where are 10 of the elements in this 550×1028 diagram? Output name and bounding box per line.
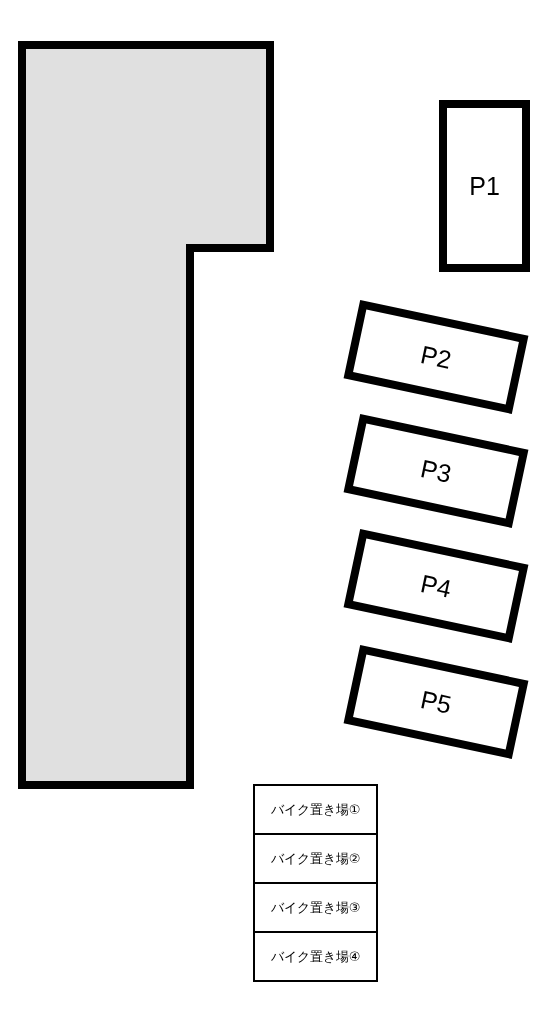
bike-parking-box: バイク置き場④ xyxy=(253,931,378,982)
parking-space: P3 xyxy=(343,414,529,528)
parking-space: P5 xyxy=(343,645,529,759)
bike-parking-box: バイク置き場① xyxy=(253,784,378,835)
building-outline xyxy=(18,41,274,789)
bike-parking-box: バイク置き場② xyxy=(253,833,378,884)
parking-space: P1 xyxy=(439,100,530,272)
parking-space: P4 xyxy=(343,529,529,643)
parking-space: P2 xyxy=(343,300,529,414)
bike-parking-box: バイク置き場③ xyxy=(253,882,378,933)
